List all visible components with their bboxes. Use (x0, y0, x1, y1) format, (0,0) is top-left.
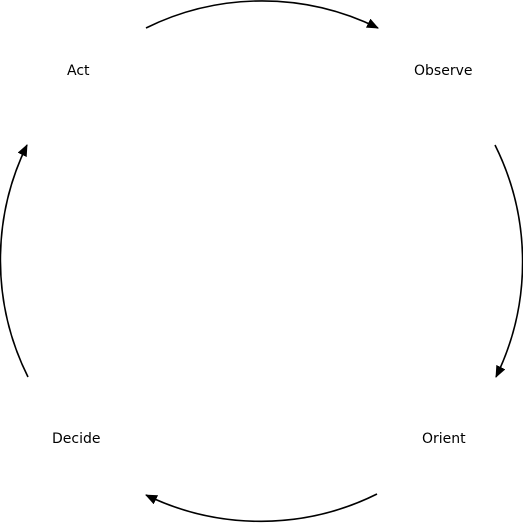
arrow-observe-to-orient (494, 144, 523, 378)
node-observe-label: Observe (414, 63, 473, 79)
node-act-label: Act (67, 63, 90, 79)
arrow-act-to-observe (145, 0, 379, 29)
arrow-orient-to-decide (145, 493, 378, 523)
node-decide-label: Decide (52, 431, 101, 447)
node-orient-label: Orient (422, 431, 466, 447)
arrow-decide-to-act (0, 144, 29, 378)
